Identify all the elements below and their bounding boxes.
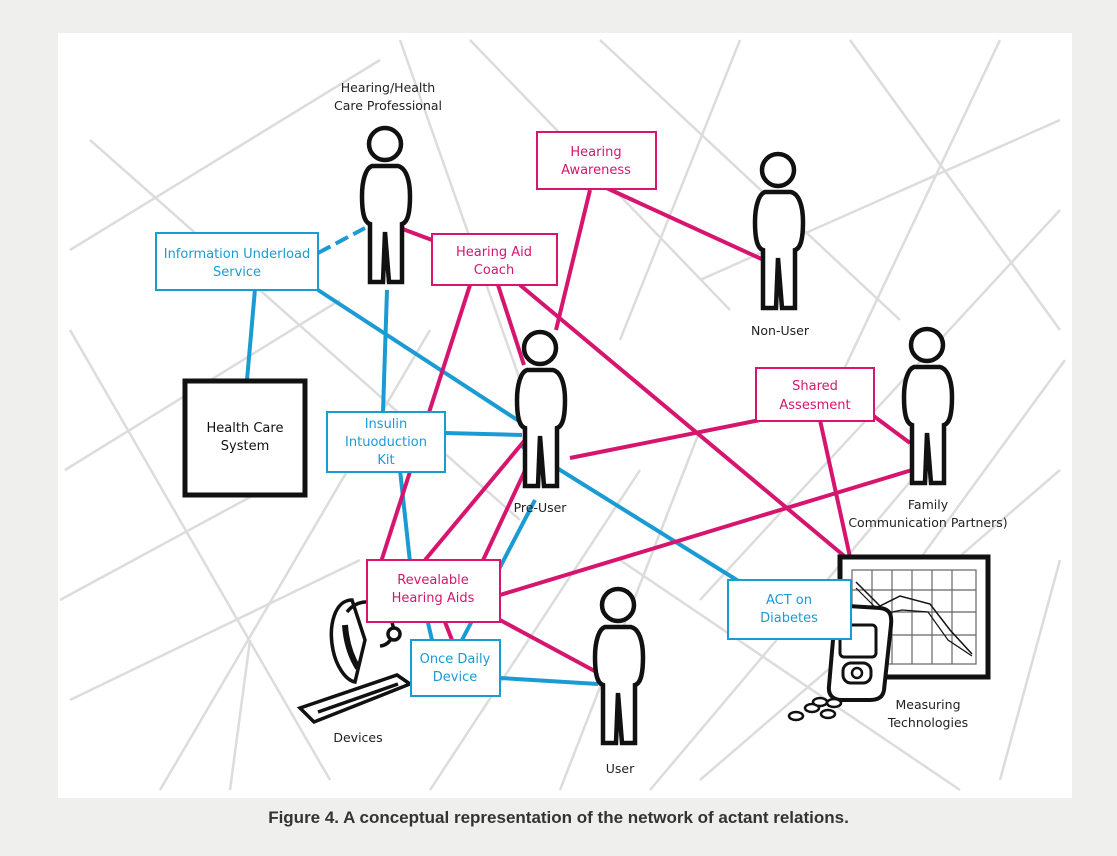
hearing-aid-coach-node: Hearing Aid Coach [431, 233, 558, 286]
health-care-system-line-2: System [221, 439, 269, 454]
professional-label-line-2: Care Professional [334, 98, 442, 113]
family-label-line-1: Family [908, 497, 949, 512]
person-icon-professional [359, 125, 413, 285]
once-daily-line-1: Once Daily [420, 652, 491, 667]
shared-assesment-node: Shared Assesment [755, 367, 875, 422]
person-icon-family [901, 326, 955, 486]
person-icon-pre-user [514, 329, 568, 489]
revealable-hearing-aids-line-2: Hearing Aids [392, 591, 475, 606]
revealable-hearing-aids-node: Revealable Hearing Aids [366, 559, 501, 623]
shared-assesment-line-2: Assesment [779, 398, 850, 413]
hearing-awareness-line-2: Awareness [561, 163, 631, 178]
once-daily-line-2: Device [433, 670, 477, 685]
information-underload-line-2: Service [213, 265, 261, 280]
user-label: User [606, 761, 635, 776]
insulin-kit-line-2: Intuoduction [345, 435, 427, 450]
hearing-aid-coach-line-1: Hearing Aid [456, 245, 532, 260]
devices-icon [296, 598, 414, 725]
hearing-awareness-node: Hearing Awareness [536, 131, 657, 190]
act-on-diabetes-line-1: ACT on [766, 593, 812, 608]
hearing-aid-coach-line-2: Coach [474, 263, 514, 278]
act-on-diabetes-line-2: Diabetes [760, 611, 818, 626]
insulin-kit-line-3: Kit [377, 453, 394, 468]
health-care-system-line-1: Health Care [207, 421, 284, 436]
act-on-diabetes-node: ACT on Diabetes [727, 579, 852, 640]
insulin-introduction-kit-node: Insulin Intuoduction Kit [326, 411, 446, 473]
measuring-label-line-2: Technologies [887, 715, 968, 730]
revealable-hearing-aids-line-1: Revealable [397, 573, 469, 588]
information-underload-service-node: Information Underload Service [155, 232, 319, 291]
hearing-awareness-line-1: Hearing [570, 145, 621, 160]
figure-caption: Figure 4. A conceptual representation of… [268, 808, 849, 827]
family-label-line-2: Communication Partners) [848, 515, 1007, 530]
person-icon-user [592, 586, 646, 746]
insulin-kit-line-1: Insulin [365, 417, 408, 432]
non-user-label: Non-User [751, 323, 810, 338]
once-daily-device-node: Once Daily Device [410, 639, 501, 697]
measuring-label-line-1: Measuring [895, 697, 960, 712]
pre-user-label: Pre-User [514, 500, 568, 515]
person-icon-non-user [752, 151, 806, 311]
shared-assesment-line-1: Shared [792, 379, 838, 394]
health-care-system-node: Health Care System [182, 378, 308, 498]
devices-label: Devices [333, 730, 382, 745]
information-underload-line-1: Information Underload [164, 247, 311, 262]
professional-label-line-1: Hearing/Health [341, 80, 435, 95]
